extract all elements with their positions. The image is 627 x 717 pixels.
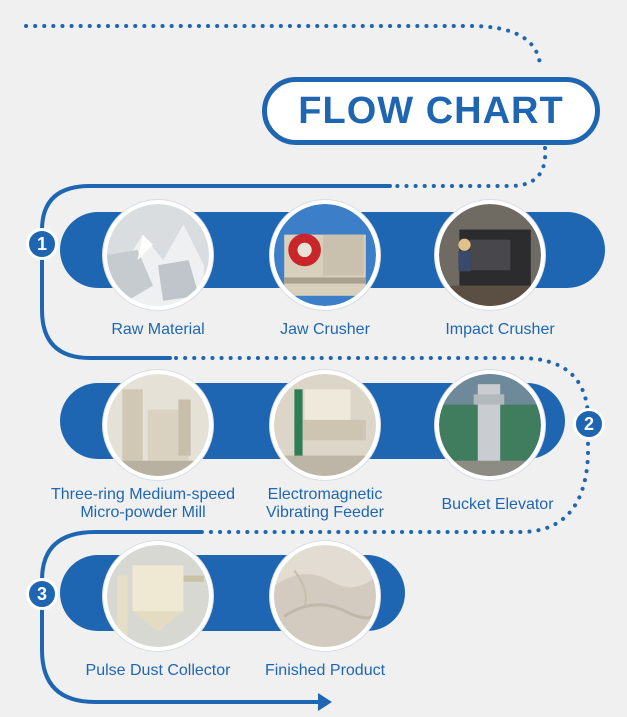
vibrating-feeder-label: Electromagnetic Vibrating Feeder xyxy=(250,486,400,522)
micro-powder-mill-photo xyxy=(103,370,213,480)
step-1-badge: 1 xyxy=(26,228,58,260)
finished-product-photo xyxy=(270,541,380,651)
micro-powder-mill-image xyxy=(107,374,209,476)
title-box: FLOW CHART xyxy=(262,77,600,145)
chart-title: FLOW CHART xyxy=(298,90,563,133)
bucket-elevator-photo xyxy=(435,370,545,480)
pulse-dust-collector-label: Pulse Dust Collector xyxy=(73,662,243,680)
raw-material-photo xyxy=(103,200,213,310)
finished-product-label: Finished Product xyxy=(250,662,400,680)
micro-powder-mill-label: Three-ring Medium-speed Micro-powder Mil… xyxy=(33,486,253,522)
finished-product-image xyxy=(274,545,376,647)
impact-crusher-photo xyxy=(435,200,545,310)
vibrating-feeder-image xyxy=(274,374,376,476)
impact-crusher-image xyxy=(439,204,541,306)
pulse-dust-collector-image xyxy=(107,545,209,647)
bucket-elevator-label: Bucket Elevator xyxy=(425,496,570,514)
bucket-elevator-image xyxy=(439,374,541,476)
raw-material-image xyxy=(107,204,209,306)
pulse-dust-collector-photo xyxy=(103,541,213,651)
vibrating-feeder-label-line1: Electromagnetic xyxy=(250,486,400,504)
jaw-crusher-label: Jaw Crusher xyxy=(260,321,390,339)
raw-material-label: Raw Material xyxy=(93,321,223,339)
jaw-crusher-image xyxy=(274,204,376,306)
step-2-badge: 2 xyxy=(573,408,605,440)
micro-powder-mill-label-line1: Three-ring Medium-speed xyxy=(33,486,253,504)
micro-powder-mill-label-line2: Micro-powder Mill xyxy=(33,504,253,522)
impact-crusher-label: Impact Crusher xyxy=(425,321,575,339)
vibrating-feeder-photo xyxy=(270,370,380,480)
step-3-badge: 3 xyxy=(26,578,58,610)
jaw-crusher-photo xyxy=(270,200,380,310)
vibrating-feeder-label-line2: Vibrating Feeder xyxy=(250,504,400,522)
